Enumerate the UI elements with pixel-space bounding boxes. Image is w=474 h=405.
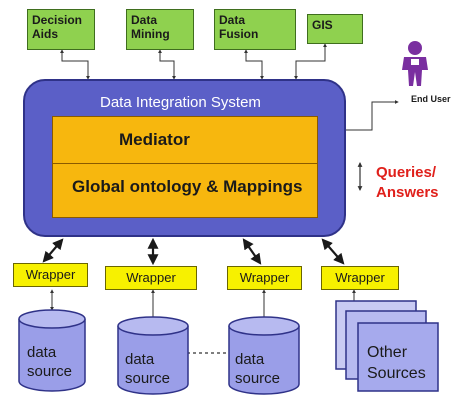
mediator-label: Mediator bbox=[119, 130, 190, 149]
wrapper-4: Wrapper bbox=[321, 266, 399, 290]
other-sources-label: Other Sources bbox=[367, 344, 426, 382]
top-connector-data-fusion bbox=[244, 49, 264, 80]
data-source-label-3: data source bbox=[235, 351, 281, 387]
end-user-icon bbox=[402, 41, 428, 86]
decision-aids-box: Decision Aids bbox=[27, 9, 95, 50]
data-source-cylinder-3 bbox=[228, 316, 300, 395]
data-source-label-2: data source bbox=[125, 351, 171, 387]
system-title: Data Integration System bbox=[100, 94, 261, 111]
queries-answers-label: Queries/ Answers bbox=[376, 164, 439, 201]
end-user-connector bbox=[346, 100, 399, 131]
data-mining-box: Data Mining bbox=[126, 9, 194, 50]
data-source-cylinder-2 bbox=[117, 316, 189, 395]
wrapper-arrow-3 bbox=[242, 238, 262, 265]
end-user-label: End User bbox=[411, 94, 451, 104]
mediator-divider bbox=[52, 163, 318, 164]
data-source-cylinder-1 bbox=[18, 309, 86, 392]
gis-box: GIS bbox=[307, 14, 363, 44]
other-sources-stack bbox=[335, 300, 439, 392]
data-source-label-1: data source bbox=[27, 344, 73, 380]
wrapper-arrow-1 bbox=[42, 238, 64, 263]
wrapper-1: Wrapper bbox=[13, 263, 88, 287]
wrapper-arrow-4 bbox=[321, 238, 345, 265]
wrapper-2: Wrapper bbox=[105, 266, 197, 290]
data-fusion-box: Data Fusion bbox=[214, 9, 296, 50]
wrapper-3: Wrapper bbox=[227, 266, 302, 290]
top-connector-data-mining bbox=[158, 49, 176, 80]
top-connector-gis bbox=[294, 43, 327, 80]
global-ontology-label: Global ontology & Mappings bbox=[72, 177, 303, 196]
top-connector-decision-aids bbox=[60, 49, 90, 80]
mediator-panel bbox=[52, 116, 318, 218]
